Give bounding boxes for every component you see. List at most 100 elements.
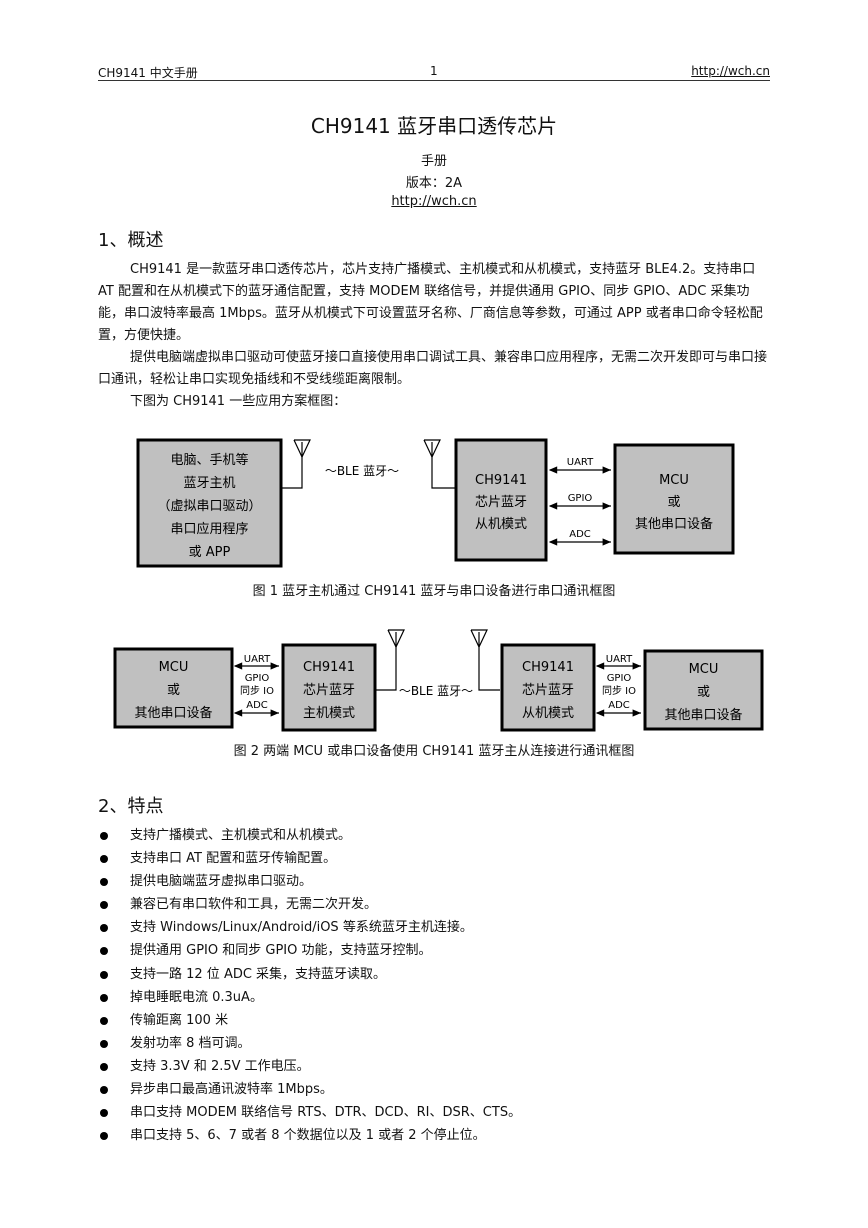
- fig2-right-gpio-label: GPIO: [607, 673, 632, 684]
- fig2-right-mcu-line-1: MCU: [689, 662, 719, 677]
- fig2-master-chip-box: [281, 643, 377, 732]
- bullet-icon: [100, 1109, 108, 1118]
- fig2-master-antenna-icon: [376, 629, 405, 691]
- list-item: 支持一路 12 位 ADC 采集，支持蓝牙读取。: [98, 963, 770, 986]
- bullet-icon: [100, 878, 108, 887]
- document-version: 版本：2A: [405, 176, 463, 191]
- fig2-left-mcu-line-3: 其他串口设备: [134, 705, 212, 721]
- fig1-host-line-2: 蓝牙主机: [183, 476, 235, 491]
- bullet-icon: [100, 1132, 108, 1141]
- fig2-slave-antenna-icon: [470, 629, 500, 691]
- bullet-icon: [100, 993, 108, 1002]
- overview-paragraph-3: 下图为 CH9141 一些应用方案框图：: [130, 394, 347, 409]
- list-item: 支持串口 AT 配置和蓝牙传输配置。: [98, 847, 770, 870]
- list-item: 提供电脑端蓝牙虚拟串口驱动。: [98, 870, 770, 893]
- fig2-slave-chip-box: [500, 643, 596, 732]
- fig2-ble-label: ～BLE 蓝牙～: [399, 684, 473, 698]
- section-features-heading: 2、特点: [98, 796, 164, 817]
- fig2-right-mcu-line-3: 其他串口设备: [664, 707, 742, 723]
- list-item: 发射功率 8 档可调。: [98, 1032, 770, 1055]
- fig2-left-mcu-line-1: MCU: [159, 660, 189, 675]
- fig1-host-antenna-icon: [282, 439, 311, 489]
- fig1-host-line-4: 串口应用程序: [170, 521, 248, 537]
- fig2-slave-line-2: 芯片蓝牙: [522, 683, 574, 698]
- list-item: 兼容已有串口软件和工具，无需二次开发。: [98, 893, 770, 916]
- feature-text: 提供电脑端蓝牙虚拟串口驱动。: [130, 874, 313, 890]
- feature-text: 传输距离 100 米: [130, 1012, 229, 1028]
- fig2-left-sync-label: 同步 IO: [240, 685, 274, 697]
- section-overview-heading: 1、概述: [98, 230, 164, 251]
- fig1-chip-line-3: 从机模式: [475, 517, 527, 532]
- feature-text: 提供通用 GPIO 和同步 GPIO 功能，支持蓝牙控制。: [130, 943, 432, 959]
- fig2-master-line-2: 芯片蓝牙: [303, 683, 355, 698]
- fig2-master-line-3: 主机模式: [303, 706, 355, 721]
- document-url-link[interactable]: http://wch.cn: [391, 194, 477, 209]
- figure2-caption: 图 2 两端 MCU 或串口设备使用 CH9141 蓝牙主从连接进行通讯框图: [233, 744, 635, 759]
- fig1-chip-line-2: 芯片蓝牙: [475, 495, 527, 510]
- figure1-diagram: 电脑、手机等 蓝牙主机 （虚拟串口驱动） 串口应用程序 或 APP ～BLE 蓝…: [136, 438, 735, 568]
- fig2-right-uart-label: UART: [606, 654, 633, 665]
- feature-text: 支持串口 AT 配置和蓝牙传输配置。: [130, 851, 337, 867]
- bullet-icon: [100, 1086, 108, 1095]
- list-item: 异步串口最高通讯波特率 1Mbps。: [98, 1078, 770, 1101]
- list-item: 串口支持 MODEM 联络信号 RTS、DTR、DCD、RI、DSR、CTS。: [98, 1101, 770, 1124]
- fig1-adc-label: ADC: [569, 529, 591, 540]
- document-title: CH9141 蓝牙串口透传芯片: [310, 114, 558, 138]
- fig2-master-line-1: CH9141: [303, 660, 355, 675]
- fig2-right-mcu-line-2: 或: [697, 685, 710, 700]
- feature-text: 支持 Windows/Linux/Android/iOS 等系统蓝牙主机连接。: [130, 920, 473, 936]
- fig1-chip-antenna-icon: [423, 439, 455, 489]
- feature-text: 兼容已有串口软件和工具，无需二次开发。: [130, 897, 378, 913]
- features-list: 支持广播模式、主机模式和从机模式。 支持串口 AT 配置和蓝牙传输配置。 提供电…: [98, 824, 770, 1147]
- bullet-icon: [100, 855, 108, 864]
- feature-text: 串口支持 5、6、7 或者 8 个数据位以及 1 或者 2 个停止位。: [130, 1128, 486, 1144]
- bullet-icon: [100, 924, 108, 933]
- feature-text: 掉电睡眠电流 0.3uA。: [130, 989, 263, 1005]
- bullet-icon: [100, 832, 108, 840]
- bullet-icon: [100, 1016, 108, 1025]
- fig1-gpio-label: GPIO: [568, 493, 593, 504]
- overview-paragraph-2: 提供电脑端虚拟串口驱动可使蓝牙接口直接使用串口调试工具、兼容串口应用程序，无需二…: [98, 350, 768, 387]
- fig2-left-gpio-label: GPIO: [245, 673, 270, 684]
- fig2-right-adc-label: ADC: [608, 700, 630, 711]
- list-item: 串口支持 5、6、7 或者 8 个数据位以及 1 或者 2 个停止位。: [98, 1124, 770, 1147]
- fig2-left-uart-label: UART: [244, 654, 271, 665]
- list-item: 支持广播模式、主机模式和从机模式。: [98, 824, 770, 847]
- overview-text: CH9141 是一款蓝牙串口透传芯片，芯片支持广播模式、主机模式和从机模式，支持…: [98, 259, 770, 413]
- fig1-chip-line-1: CH9141: [475, 473, 527, 488]
- fig1-chip-box: [454, 438, 548, 562]
- list-item: 传输距离 100 米: [98, 1009, 770, 1032]
- bullet-icon: [100, 1062, 108, 1071]
- fig1-mcu-line-2: 或: [667, 495, 680, 510]
- list-item: 掉电睡眠电流 0.3uA。: [98, 986, 770, 1009]
- header-url-link[interactable]: http://wch.cn: [691, 64, 770, 78]
- fig1-host-line-5: 或 APP: [189, 545, 231, 560]
- fig2-right-mcu-box: [643, 649, 764, 731]
- fig1-host-line-1: 电脑、手机等: [170, 452, 248, 468]
- header-doc-name: CH9141 中文手册: [98, 66, 198, 80]
- fig1-host-line-3: （虚拟串口驱动）: [157, 499, 261, 514]
- feature-text: 支持 3.3V 和 2.5V 工作电压。: [130, 1058, 310, 1074]
- feature-text: 串口支持 MODEM 联络信号 RTS、DTR、DCD、RI、DSR、CTS。: [130, 1105, 522, 1121]
- fig1-mcu-box: [613, 443, 735, 555]
- document-subtitle: 手册: [420, 154, 447, 169]
- feature-text: 异步串口最高通讯波特率 1Mbps。: [130, 1082, 333, 1098]
- figure1-caption: 图 1 蓝牙主机通过 CH9141 蓝牙与串口设备进行串口通讯框图: [252, 584, 616, 599]
- fig2-left-mcu-box: [113, 647, 234, 729]
- header-divider: [98, 80, 770, 81]
- fig1-ble-label: ～BLE 蓝牙～: [325, 464, 399, 478]
- fig1-host-box: [136, 438, 283, 568]
- bullet-icon: [100, 947, 108, 956]
- fig1-uart-label: UART: [567, 457, 594, 468]
- header-page-number: 1: [430, 64, 438, 78]
- feature-text: 支持一路 12 位 ADC 采集，支持蓝牙读取。: [130, 966, 387, 982]
- list-item: 支持 Windows/Linux/Android/iOS 等系统蓝牙主机连接。: [98, 916, 770, 939]
- fig2-left-adc-label: ADC: [246, 700, 268, 711]
- bullet-icon: [100, 901, 108, 910]
- figure2-diagram: MCU 或 其他串口设备 UART GPIO 同步 IO ADC CH9141 …: [113, 629, 764, 732]
- feature-text: 发射功率 8 档可调。: [130, 1035, 251, 1051]
- fig1-mcu-line-3: 其他串口设备: [635, 516, 713, 532]
- overview-paragraph-1: CH9141 是一款蓝牙串口透传芯片，芯片支持广播模式、主机模式和从机模式，支持…: [98, 262, 763, 343]
- document-url-row: http://wch.cn: [0, 194, 868, 209]
- bullet-icon: [100, 970, 108, 979]
